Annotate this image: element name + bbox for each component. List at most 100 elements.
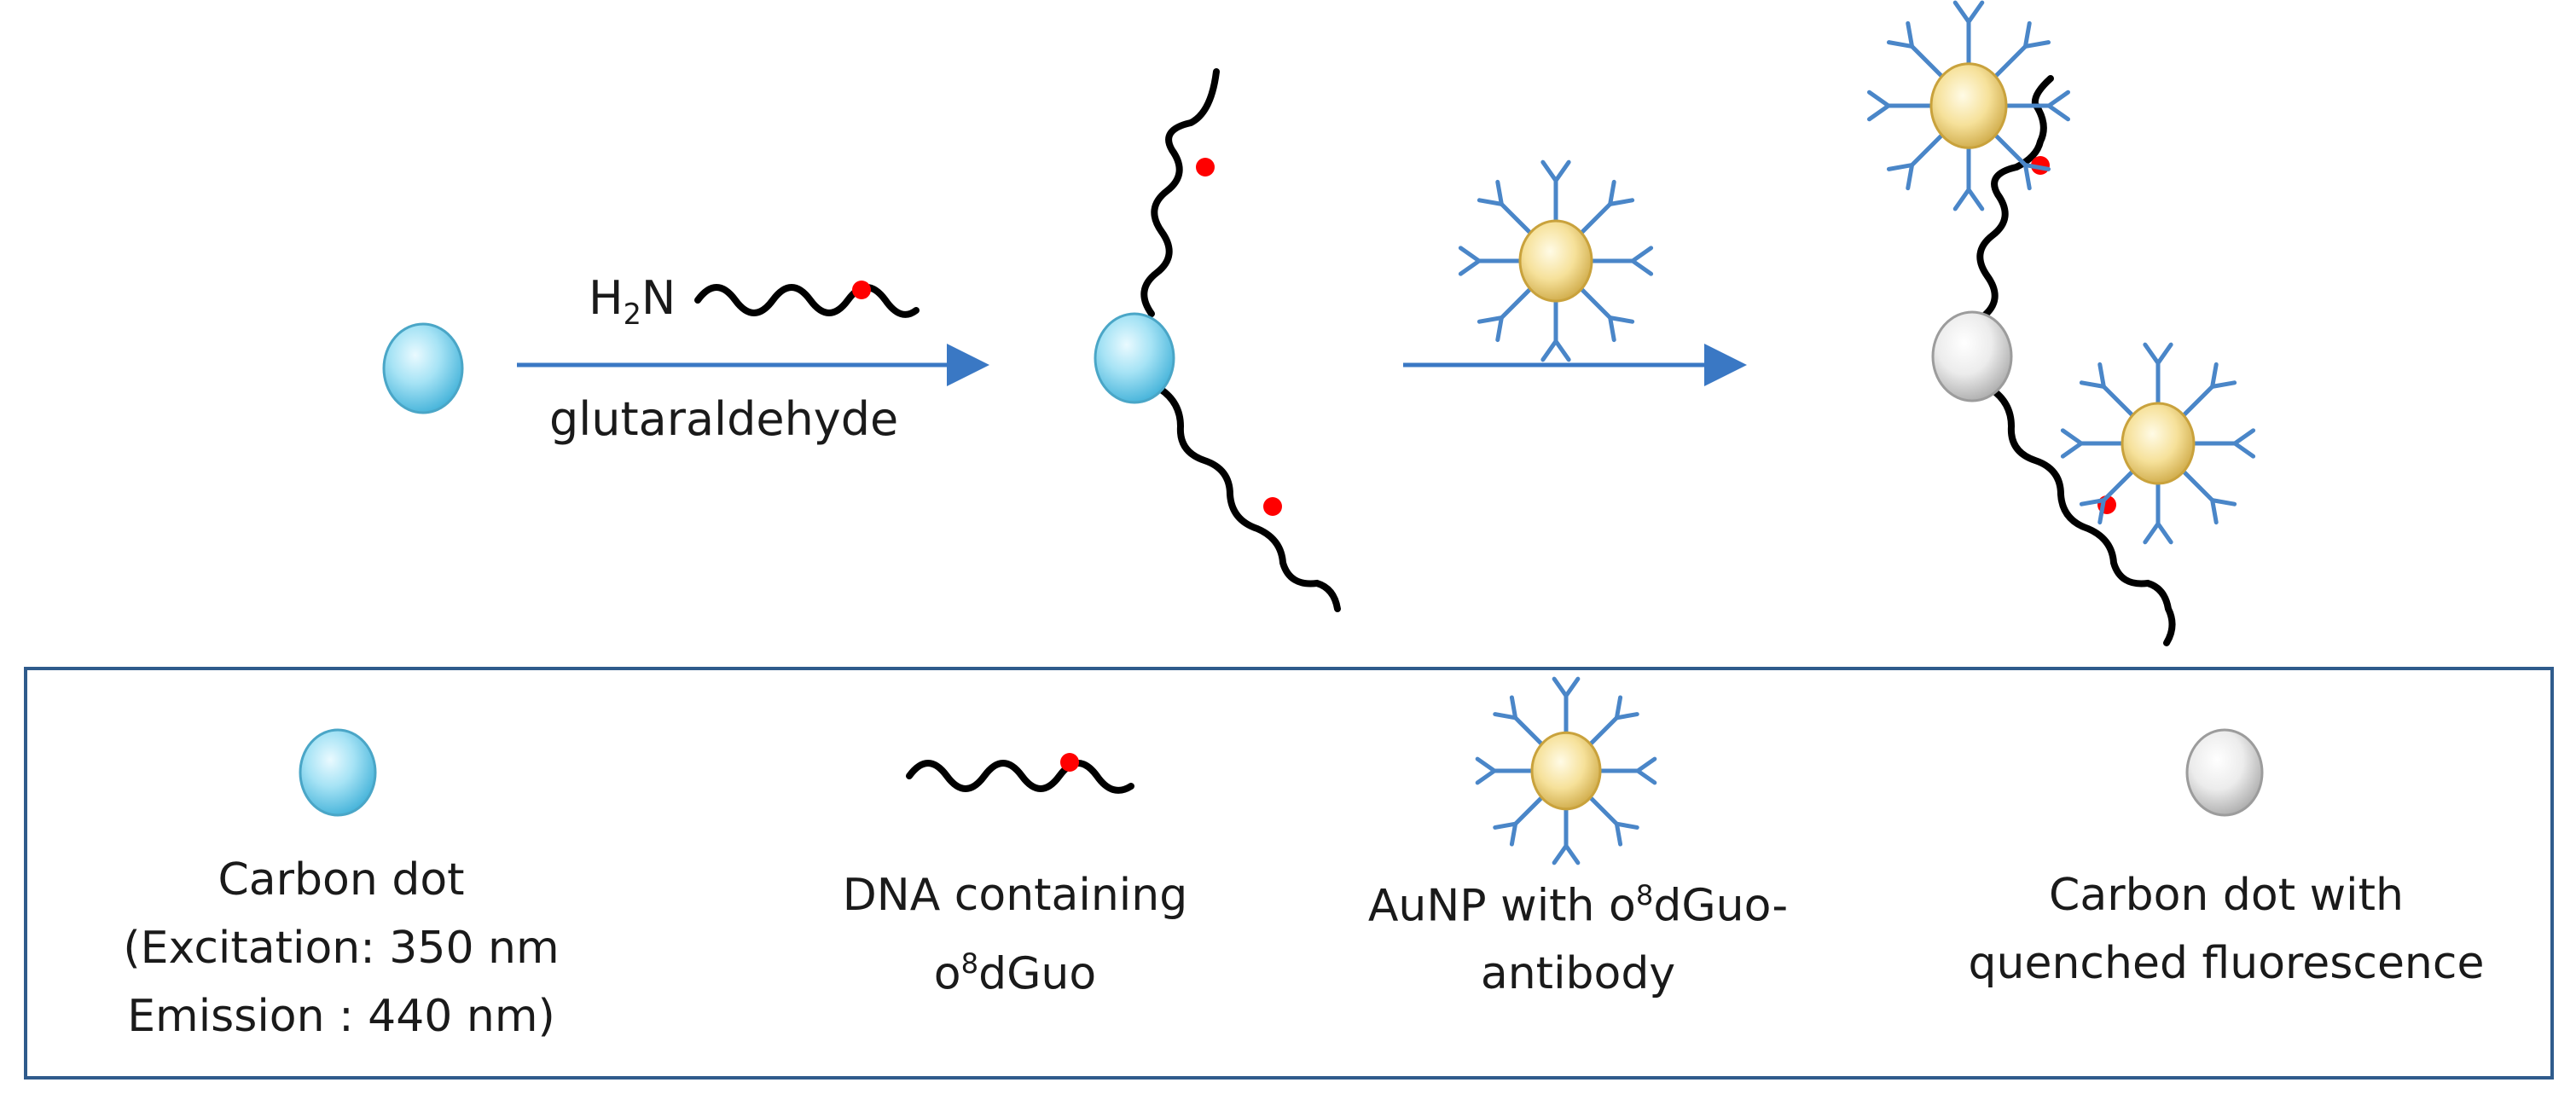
antibody-arm	[1552, 843, 1569, 865]
antibody-arm	[1564, 676, 1581, 698]
antibody-arm	[2155, 521, 2173, 545]
antibody-stem	[2179, 467, 2215, 503]
antibody-arm	[1952, 187, 1971, 211]
gold-nanoparticle	[1929, 62, 2008, 149]
legend-box	[24, 667, 2554, 1080]
antibody-arm	[1952, 0, 1971, 25]
antibody-stem	[2101, 467, 2137, 503]
antibody-arm	[1614, 712, 1639, 721]
legend-aunp-icon	[1475, 676, 1657, 865]
antibody-arm	[1495, 179, 1504, 206]
antibody-stem	[2179, 384, 2215, 420]
antibody-arm	[1966, 0, 1985, 25]
antibody-arm	[1475, 768, 1497, 785]
gold-nanoparticle	[1530, 731, 1602, 811]
aunp-antibody-reagent	[1458, 159, 1654, 362]
antibody-arm	[1553, 339, 1571, 362]
antibody-arm	[1608, 198, 1635, 206]
antibody-arm	[1614, 821, 1623, 847]
antibody-arm	[2155, 342, 2173, 366]
modification-site	[1060, 753, 1079, 772]
antibody-arm	[1552, 676, 1569, 698]
antibody-arm	[1630, 258, 1654, 276]
antibody-arm	[1458, 246, 1482, 263]
antibody-arm	[1540, 159, 1558, 183]
antibody-arm	[2143, 342, 2161, 366]
antibody-arm	[2022, 163, 2051, 171]
antibody-arm	[1458, 258, 1482, 276]
antibody-arm	[1966, 187, 1985, 211]
antibody-stem	[1577, 285, 1613, 321]
antibody-arm	[1608, 315, 1635, 324]
antibody-stem	[1992, 43, 2028, 80]
antibody-arm	[2097, 498, 2106, 525]
antibody-stem	[1513, 794, 1546, 826]
legend-quenched-dot-caption: Carbon dot with quenched fluorescence	[1968, 870, 2485, 989]
antibody-arm	[2022, 20, 2032, 49]
antibody-arm	[2232, 441, 2256, 459]
legend-dna-icon	[906, 753, 1134, 794]
antibody-arm	[1906, 20, 1915, 49]
modification-site	[1196, 158, 1215, 177]
modification-site	[1263, 497, 1282, 516]
antibody-stem	[1587, 715, 1619, 748]
carbon-dot-start	[382, 322, 464, 414]
amine-dna-reagent	[694, 281, 920, 318]
antibody-arm	[1614, 695, 1623, 721]
antibody-arm	[1635, 768, 1657, 785]
antibody-arm	[2210, 498, 2237, 506]
antibody-arm	[1866, 90, 1891, 108]
antibody-arm	[1906, 163, 1915, 191]
antibody-arm	[1553, 159, 1571, 183]
antibody-arm	[2097, 362, 2106, 389]
antibody-arm	[1866, 103, 1891, 122]
dot-dna-conjugate	[1094, 68, 1341, 612]
antibody-arm	[1564, 843, 1581, 865]
antibody-stem	[1577, 201, 1613, 237]
antibody-arm	[2060, 441, 2084, 459]
antibody-arm	[2046, 103, 2071, 122]
antibody-arm	[1493, 712, 1518, 721]
antibody-arm	[2232, 428, 2256, 446]
antibody-stem	[1992, 131, 2028, 168]
antibody-arm	[2210, 362, 2219, 389]
amine-label: H2N	[589, 271, 676, 331]
antibody-arm	[1886, 163, 1915, 171]
antibody-stem	[1910, 43, 1946, 80]
reagent-glutaraldehyde: glutaraldehyde	[549, 392, 899, 446]
antibody-stem	[1910, 131, 1946, 168]
antibody-arm	[2046, 90, 2071, 108]
antibody-arm	[1509, 695, 1518, 721]
antibody-arm	[1477, 315, 1504, 324]
antibody-arm	[2079, 498, 2106, 506]
antibody-arm	[1493, 821, 1518, 830]
antibody-stem	[2101, 384, 2137, 420]
antibody-arm	[1608, 179, 1616, 206]
carbon-dot-conjugated	[1094, 312, 1175, 404]
legend-quenched-dot-icon	[2185, 728, 2264, 817]
antibody-arm	[1608, 315, 1616, 343]
legend-aunp-caption: AuNP with o8dGuo- antibody	[1367, 879, 1789, 1000]
antibody-arm	[2143, 521, 2161, 545]
aunp-antibody-bound-top	[1866, 0, 2071, 211]
antibody-arm	[1635, 756, 1657, 773]
antibody-arm	[1614, 821, 1639, 830]
antibody-stem	[1513, 715, 1546, 748]
antibody-arm	[1475, 756, 1497, 773]
antibody-stem	[1499, 285, 1535, 321]
antibody-arm	[1495, 315, 1504, 343]
antibody-arm	[2022, 163, 2032, 191]
aunp-antibody-bound-bottom	[2060, 342, 2256, 545]
carbon-dot-quenched	[1931, 310, 2013, 402]
antibody-arm	[1509, 821, 1518, 847]
gold-nanoparticle	[2121, 402, 2196, 485]
legend-carbon-dot-icon	[299, 728, 377, 817]
antibody-arm	[1477, 198, 1504, 206]
legend-dna-caption: DNA containing o8dGuo	[842, 870, 1188, 1000]
antibody-arm	[2210, 380, 2237, 389]
antibody-arm	[1540, 339, 1558, 362]
antibody-arm	[2079, 380, 2106, 389]
antibody-arm	[1630, 246, 1654, 263]
antibody-arm	[2210, 498, 2219, 525]
